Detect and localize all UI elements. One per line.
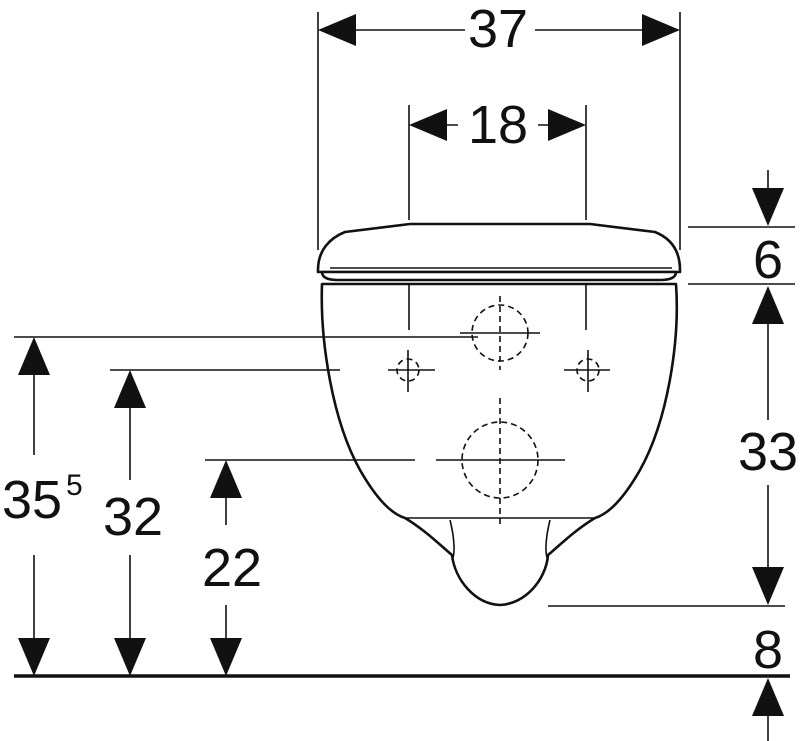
dim-bolt-height: 32 <box>103 370 163 676</box>
toilet-seat-lid <box>316 222 682 274</box>
label-total-width: 37 <box>468 0 528 59</box>
label-outlet-height: 22 <box>202 538 262 598</box>
dim-hole-spacing: 18 <box>409 95 586 155</box>
left-bolt-hole <box>388 350 435 392</box>
label-bowl-height: 33 <box>738 422 798 482</box>
label-main-fixing-height-sup: 5 <box>66 469 83 502</box>
outlet-hole <box>436 398 565 528</box>
upper-fixing-hole <box>460 296 540 370</box>
dim-seat-height: 6 <box>752 170 784 290</box>
toilet-bowl-outline <box>320 282 679 607</box>
label-seat-height: 6 <box>753 230 783 290</box>
label-bolt-height: 32 <box>103 487 163 547</box>
label-hole-spacing: 18 <box>468 95 528 155</box>
toilet-seat-ring <box>320 270 678 282</box>
dim-total-width: 37 <box>318 0 680 59</box>
dim-bowl-height: 33 <box>738 286 798 605</box>
dim-floor-clearance: 8 <box>752 620 784 741</box>
dim-outlet-height: 22 <box>202 460 262 676</box>
right-bolt-hole <box>564 350 610 392</box>
label-main-fixing-height: 35 <box>2 470 62 530</box>
trap-inner <box>449 519 551 561</box>
label-floor-clearance: 8 <box>753 620 783 680</box>
dim-main-fixing-height: 35 5 <box>2 337 83 676</box>
